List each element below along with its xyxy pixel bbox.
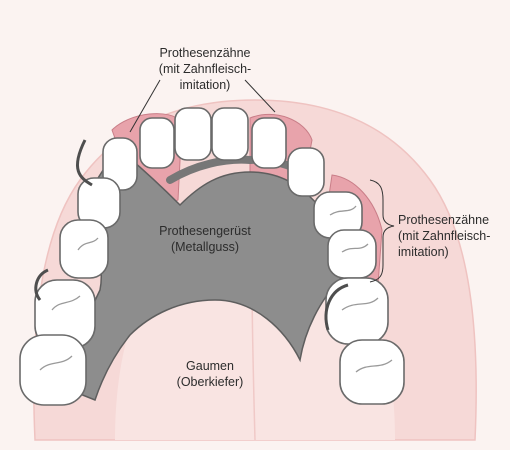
label-line: Prothesengerüst [159, 224, 251, 238]
label-line: (Oberkiefer) [176, 375, 244, 389]
tooth-details [39, 205, 393, 373]
clasps [34, 139, 349, 331]
tooth [19, 334, 87, 406]
label-line: Prothesenzähne [159, 46, 251, 60]
teeth [19, 107, 405, 406]
label-line: Prothesenzähne [398, 213, 490, 227]
label-palate: Gaumen (Oberkiefer) [160, 358, 260, 390]
bracket [369, 179, 395, 283]
framework-shape [69, 148, 343, 401]
tooth [59, 219, 109, 279]
tooth [287, 147, 325, 197]
label-line: imitation) [398, 245, 449, 259]
tooth [139, 117, 175, 169]
label-top-teeth: Prothesenzähne (mit Zahnfleisch- imitati… [140, 45, 270, 93]
tooth [325, 277, 389, 345]
label-framework: Prothesengerüst (Metallguss) [145, 223, 265, 255]
tooth [339, 339, 405, 405]
label-line: Gaumen [186, 359, 234, 373]
label-line: imitation) [179, 78, 231, 92]
label-line: (mit Zahnfleisch- [158, 62, 252, 76]
label-line: (mit Zahnfleisch- [398, 229, 491, 243]
label-line: (Metallguss) [170, 240, 240, 254]
label-right-teeth: Prothesenzähne (mit Zahnfleisch- imitati… [398, 212, 508, 260]
tooth [327, 229, 377, 279]
tooth [174, 107, 212, 161]
tooth [211, 107, 249, 161]
tooth [251, 117, 287, 169]
leader-lines [129, 79, 276, 133]
